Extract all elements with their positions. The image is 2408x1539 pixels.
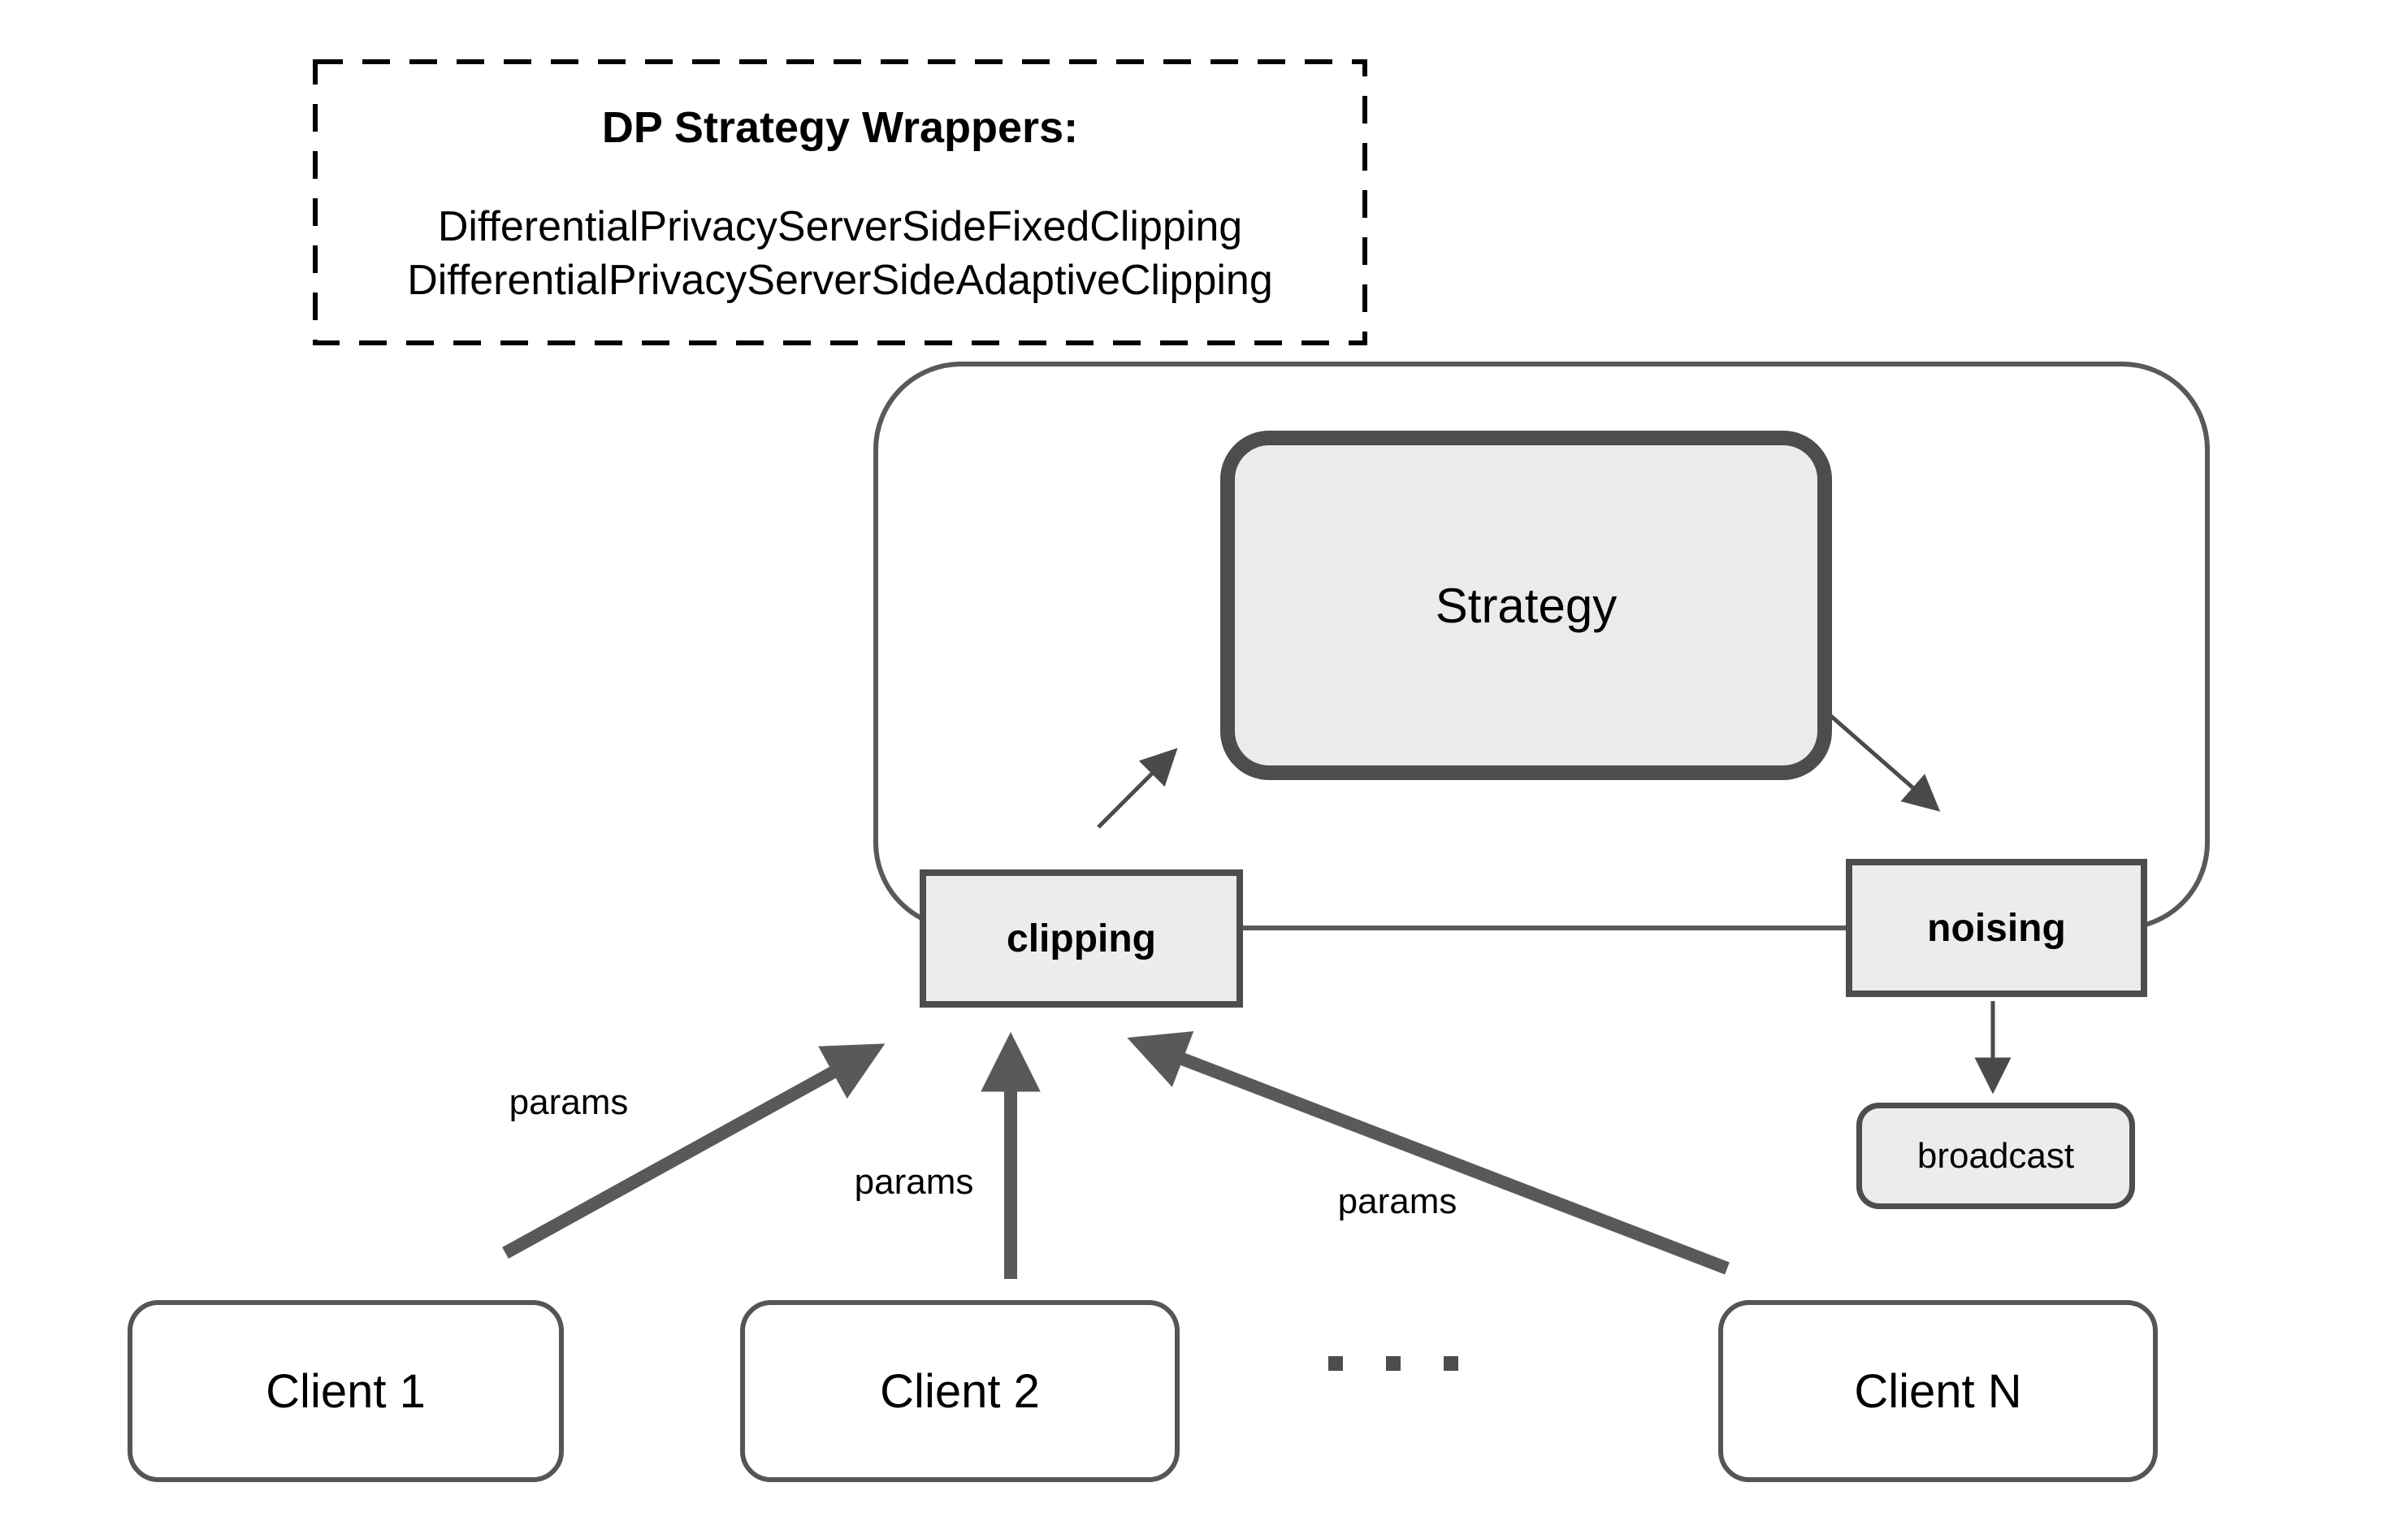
strategy-node: Strategy — [1220, 431, 1832, 780]
params-arrow-clientN — [1127, 1031, 1730, 1275]
params-arrow-client1 — [502, 1043, 886, 1259]
ellipsis-square-icon — [1386, 1356, 1401, 1371]
clipping-node: clipping — [920, 869, 1243, 1008]
server-container-border — [873, 362, 2210, 930]
strategy-to-noising-arrow — [1812, 700, 1941, 812]
legend-title: DP Strategy Wrappers: — [601, 103, 1079, 152]
legend-box: DP Strategy Wrappers: DifferentialPrivac… — [315, 62, 1365, 343]
broadcast-label: broadcast — [1916, 1135, 2075, 1176]
client-N-label: Client N — [1854, 1364, 2022, 1418]
client-N-node: Client N — [1718, 1300, 2158, 1482]
client-2-node: Client 2 — [740, 1300, 1180, 1482]
ellipsis-square-icon — [1328, 1356, 1343, 1371]
clipping-label: clipping — [1007, 917, 1156, 960]
noising-node: noising — [1846, 859, 2147, 997]
params-label-client1: params — [509, 1082, 629, 1122]
legend-item-fixed-clipping: DifferentialPrivacyServerSideFixedClippi… — [437, 203, 1243, 250]
client-1-node: Client 1 — [128, 1300, 564, 1482]
clients-ellipsis-icon — [1328, 1349, 1458, 1378]
client-2-label: Client 2 — [880, 1364, 1040, 1418]
legend-item-adaptive-clipping: DifferentialPrivacyServerSideAdaptiveCli… — [407, 257, 1273, 304]
noising-label: noising — [1927, 906, 2066, 950]
params-label-client2: params — [854, 1162, 974, 1202]
legend-dashed-border — [313, 59, 1367, 345]
strategy-label: Strategy — [1435, 578, 1618, 633]
client-1-label: Client 1 — [266, 1364, 426, 1418]
clipping-to-strategy-arrow — [1097, 748, 1178, 829]
params-label-clientN: params — [1337, 1181, 1457, 1221]
broadcast-node: broadcast — [1856, 1103, 2135, 1209]
ellipsis-square-icon — [1444, 1356, 1458, 1371]
